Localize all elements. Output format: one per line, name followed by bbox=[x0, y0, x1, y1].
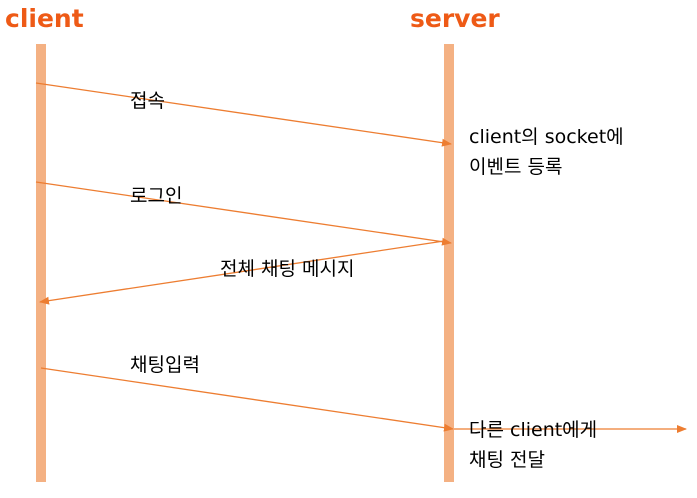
broadcast-message-arrow bbox=[39, 240, 445, 305]
register-event-note-line: 이벤트 등록 bbox=[469, 156, 563, 178]
login-message-arrow bbox=[35, 181, 452, 246]
register-event-note-line: client의 socket에 bbox=[469, 126, 624, 148]
connect-message-label: 접속 bbox=[130, 90, 165, 112]
forward-chat-note-line: 다른 client에게 bbox=[469, 419, 598, 441]
forward-chat-note: 다른 client에게 채팅 전달 bbox=[469, 415, 597, 475]
client-lifeline bbox=[36, 44, 46, 482]
forward-chat-note-line: 채팅 전달 bbox=[469, 449, 545, 471]
server-actor-label: server bbox=[410, 4, 500, 33]
login-message-label: 로그인 bbox=[130, 185, 183, 207]
broadcast-message-label: 전체 채팅 메시지 bbox=[220, 258, 355, 280]
chat-input-message-arrow bbox=[40, 367, 454, 432]
chat-input-message-label: 채팅입력 bbox=[130, 354, 200, 376]
client-actor-label: client bbox=[5, 4, 84, 33]
register-event-note: client의 socket에 이벤트 등록 bbox=[469, 122, 624, 182]
connect-message-arrow bbox=[35, 82, 452, 147]
server-lifeline bbox=[444, 44, 454, 482]
